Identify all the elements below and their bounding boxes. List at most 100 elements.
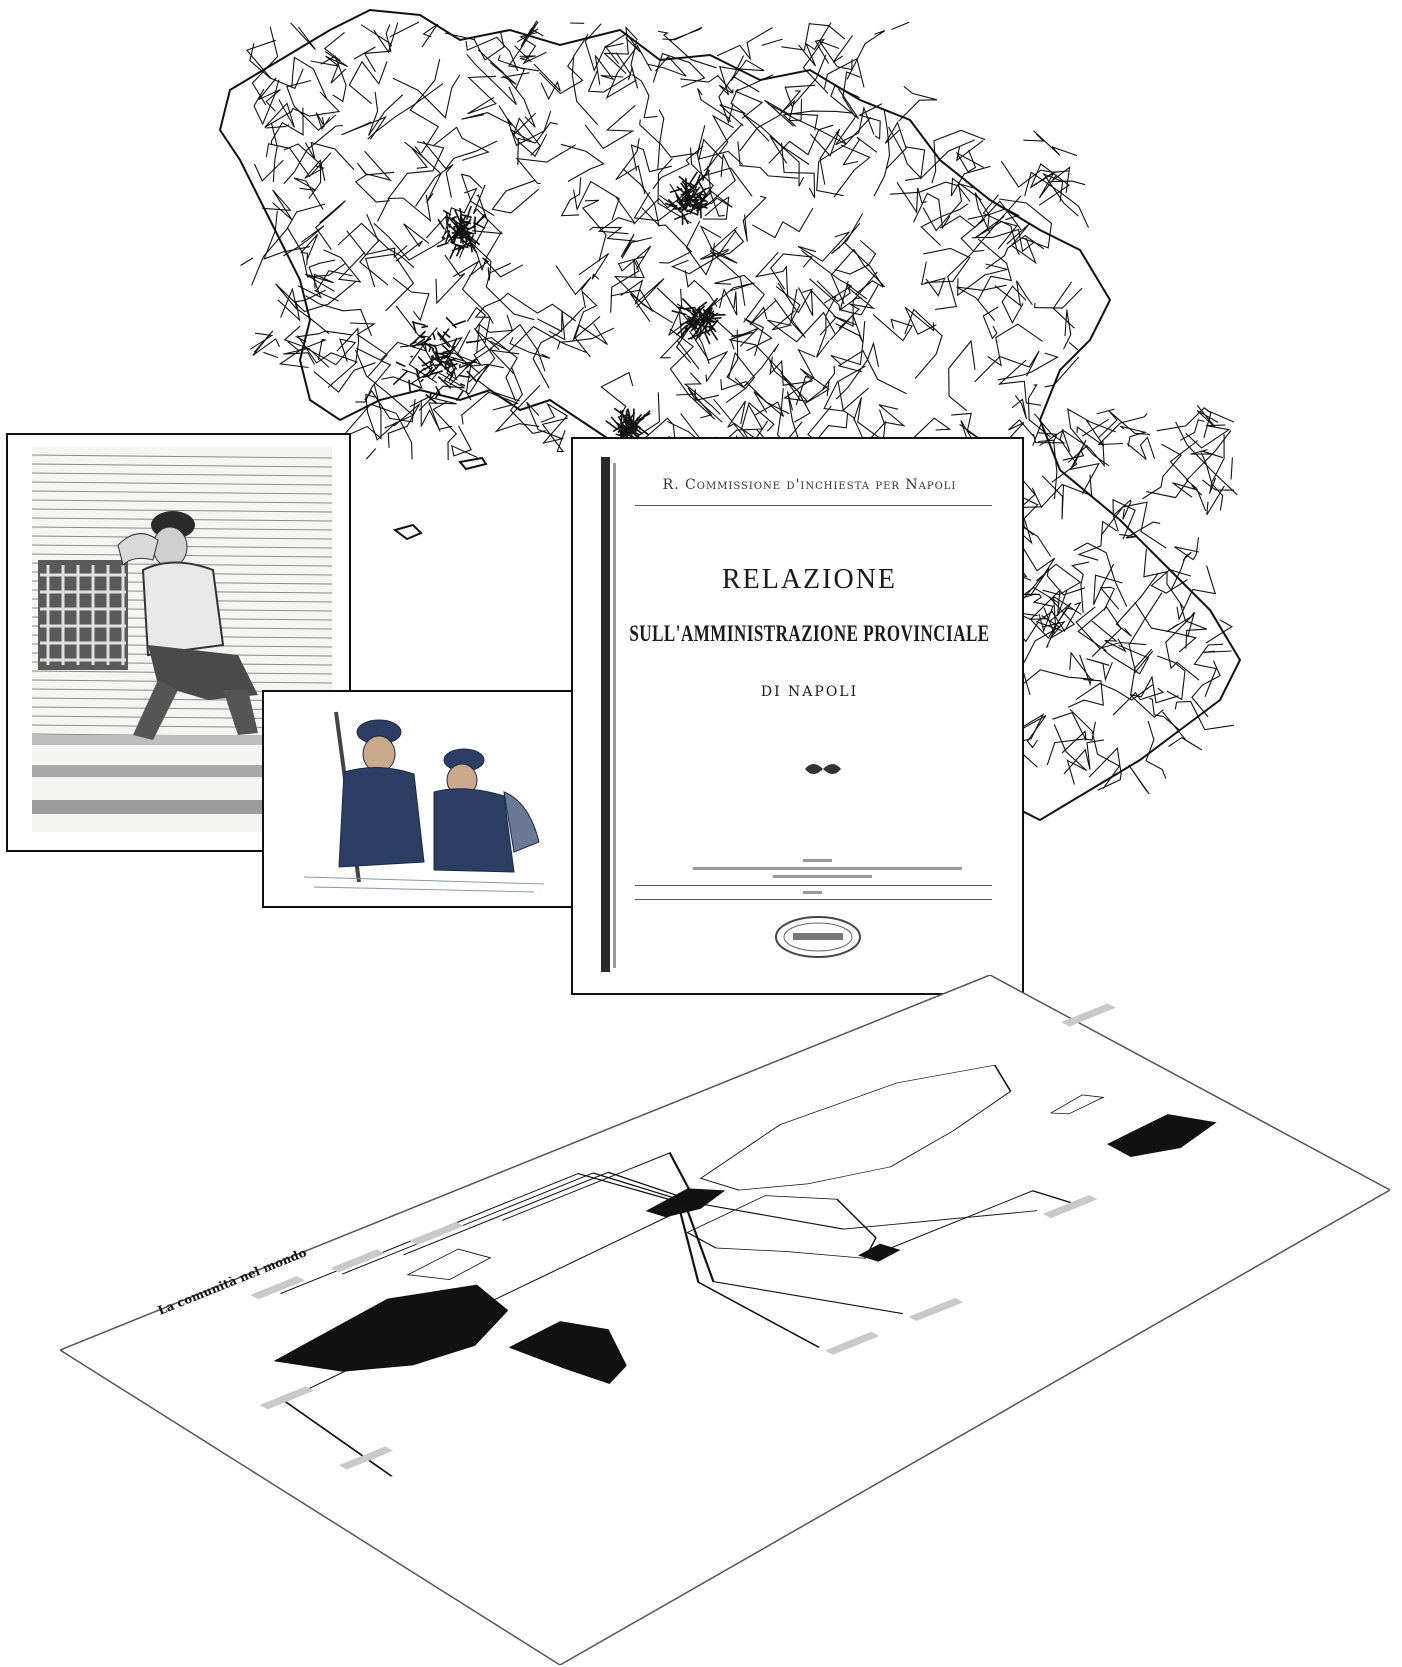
basket [38,560,128,670]
road-segment [461,391,520,425]
urban-road [703,331,711,345]
road-segment [716,229,745,258]
road-segment [1076,419,1116,447]
urban-road [437,376,452,389]
road-segment [1193,643,1224,698]
road-segment [764,99,819,131]
europe [645,1188,726,1218]
urban-road [465,340,480,344]
road-segment [739,90,802,152]
urban-road [451,319,466,327]
road-segment [444,31,505,61]
urban-road [625,410,632,423]
road-segment [539,56,584,95]
urban-road [699,191,712,204]
road-segment [872,314,913,342]
road-segment [433,126,490,161]
urban-road [676,185,689,197]
urban-road [420,378,424,383]
road-segment [669,328,716,420]
road-segment [662,26,703,42]
road-segment [283,124,343,185]
urban-road [686,209,699,216]
road-segment [1185,430,1232,512]
road-segment [994,280,1033,307]
road-segment [1016,715,1047,749]
road-segment [365,393,397,441]
road-segment [1201,479,1235,491]
road-segment [290,91,341,117]
road-segment [1113,499,1132,520]
urban-road [678,175,695,190]
road-segment [1018,607,1074,639]
road-segment [622,168,660,228]
urban-road [392,370,409,386]
cover-commission: R. Commissione d'inchiesta per Napoli [662,477,957,493]
urban-road [464,231,472,241]
road-segment [1100,501,1167,549]
road-segment [541,417,568,453]
road-segment [1061,428,1105,468]
road-segment [1103,644,1150,675]
road-segment [313,362,376,393]
road-segment [795,348,816,406]
road-segment [777,388,803,444]
road-segment [395,223,430,262]
road-segment [435,254,466,305]
road-segment [725,351,756,404]
urban-road [415,368,421,380]
road-segment [280,287,330,335]
road-segment [687,387,720,419]
road-segment [889,181,971,202]
urban-road [422,374,431,378]
urban-road [699,193,703,206]
road-segment [873,110,891,197]
road-segment [291,56,327,99]
urban-road [425,366,434,377]
urban-road [449,245,457,260]
urban-road [693,305,706,317]
road-segment [904,308,943,379]
urban-road [434,351,441,361]
road-segment [1145,720,1167,779]
road-segment [835,341,880,400]
road-segment [341,384,382,440]
road-segment [304,159,326,182]
road-segment [703,114,735,172]
road-segment [948,339,976,412]
urban-road [629,428,640,436]
road-segment [446,358,474,381]
island-ischia [392,523,423,541]
road-segment [657,141,701,170]
road-segment [652,52,706,88]
urban-road [455,390,464,402]
road-segment [833,271,878,328]
urban-road [705,297,719,312]
road-segment [985,234,1045,270]
road-segment [1075,606,1147,650]
road-segment [809,128,841,185]
road-segment [830,320,866,366]
road-segment [741,401,775,454]
urban-road [700,202,708,206]
urban-road [698,181,707,196]
road-segment [955,139,984,162]
urban-road [440,360,454,365]
urban-road [696,318,704,334]
road-segment [920,203,969,246]
road-segment [443,363,490,395]
road-segment [466,337,518,402]
library-stamp-icon [775,916,861,958]
urban-road [465,205,472,220]
road-segment [950,165,991,201]
road-segment [718,288,738,316]
urban-road [458,363,469,369]
road-segment [718,66,742,96]
road-segment [773,288,806,338]
road-segment [751,207,814,239]
road-segment [627,40,639,89]
road-segment [1130,675,1179,704]
road-segment [1011,395,1028,420]
road-segment [935,249,985,310]
urban-road [677,202,690,210]
